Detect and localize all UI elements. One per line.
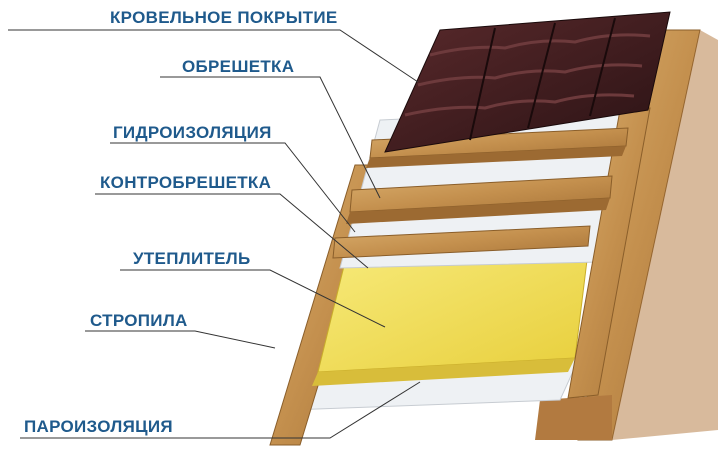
label-counter-battens: КОНТРОБРЕШЕТКА xyxy=(100,173,272,192)
insulation-slab xyxy=(317,251,589,373)
label-waterproofing: ГИДРОИЗОЛЯЦИЯ xyxy=(113,123,272,142)
roof-tile-covering xyxy=(384,11,671,153)
leader-lines xyxy=(8,29,421,439)
label-roof-covering: КРОВЕЛЬНОЕ ПОКРЫТИЕ xyxy=(110,8,338,27)
label-vapor-barrier: ПАРОИЗОЛЯЦИЯ xyxy=(24,417,173,436)
label-battens: ОБРЕШЕТКА xyxy=(182,57,295,76)
label-insulation: УТЕПЛИТЕЛЬ xyxy=(133,249,251,268)
batten-boards xyxy=(332,127,629,259)
label-rafters: СТРОПИЛА xyxy=(90,311,188,330)
